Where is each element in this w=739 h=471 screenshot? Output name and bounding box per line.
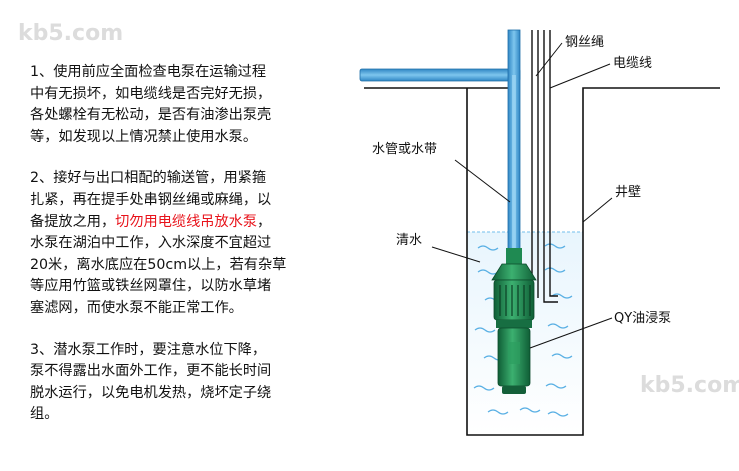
well-shaft-outline	[466, 87, 720, 436]
label-water-pipe: 水管或水带	[372, 142, 437, 157]
label-clear-water: 清水	[396, 233, 422, 248]
instruction-1: 1、使用前应全面检查电泵在运输过程 中有无损坏，如电缆线是否完好无损， 各处螺栓…	[30, 64, 272, 145]
watermark-bottom-right: kb5.com	[640, 373, 739, 398]
cable-warning: 切勿用电缆线吊放水泵	[115, 213, 258, 230]
watermark-top-left: kb5.com	[18, 21, 123, 46]
label-pump: QY油浸泵	[614, 311, 671, 326]
qy-oil-pump	[491, 248, 537, 394]
wire-rope	[531, 30, 539, 298]
instructions-panel: 1、使用前应全面检查电泵在运输过程 中有无损坏，如电缆线是否完好无损， 各处螺栓…	[30, 62, 360, 446]
instruction-3: 3、潜水泵工作时，要注意水位下降， 泵不得露出水面外工作，更不能长时间 脱水运行…	[30, 341, 272, 423]
power-cable	[543, 30, 558, 303]
water-pipe-horizontal	[359, 68, 521, 82]
label-wire-rope: 钢丝绳	[565, 35, 604, 50]
instruction-2-warning-line: 备提放之用，切勿用电缆线吊放水泵，	[30, 213, 272, 230]
instruction-2: 2、接好与出口相配的输送管，用紧箍 扎紧，再在提手处串钢丝绳或麻绳，以 备提放之…	[30, 168, 360, 319]
well-wall	[364, 87, 720, 436]
label-well-wall: 井壁	[615, 185, 641, 200]
label-cable: 电缆线	[613, 55, 652, 71]
label-leaders	[431, 42, 613, 349]
